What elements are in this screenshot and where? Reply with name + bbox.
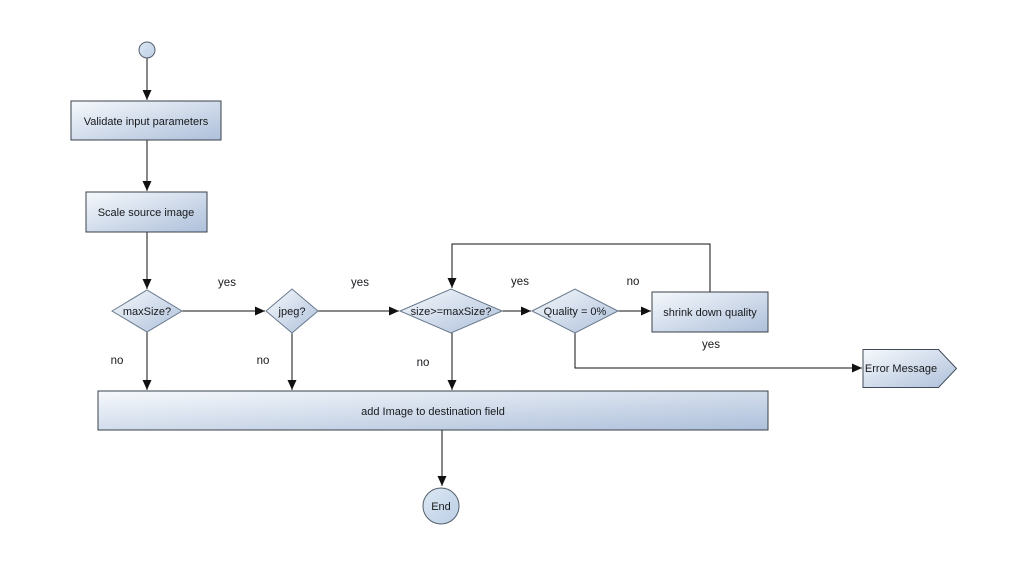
end-circle (422, 487, 460, 525)
end-label: End (431, 501, 451, 513)
node-error-message: Error Message (862, 349, 958, 388)
edge-label-quality-yes: yes (702, 339, 720, 351)
node-scale-source: Scale source image (85, 191, 208, 233)
edge-label-jpeg-no: no (257, 355, 270, 367)
edge-label-sizecheck-no: no (417, 357, 430, 369)
shrink-quality-box (651, 291, 769, 333)
scale-source-box (85, 191, 208, 233)
validate-input-box (70, 100, 222, 141)
edge-label-jpeg-yes: yes (351, 277, 369, 289)
add-image-label: add Image to destination field (361, 406, 505, 418)
node-maxsize-decision: maxSize? (111, 289, 183, 333)
edge-label-maxsize-yes: yes (218, 277, 236, 289)
node-validate-input: Validate input parameters (70, 100, 222, 141)
edge-label-sizecheck-yes: yes (511, 276, 529, 288)
node-add-image: add Image to destination field (97, 390, 769, 431)
node-start (138, 41, 156, 59)
error-message-pentagon (862, 349, 958, 388)
node-end: End (422, 487, 460, 525)
jpeg-label: jpeg? (278, 306, 306, 318)
maxsize-label: maxSize? (123, 306, 171, 318)
add-image-box (97, 390, 769, 431)
maxsize-diamond (111, 289, 183, 333)
connectors (142, 58, 862, 486)
node-jpeg-decision: jpeg? (265, 288, 319, 334)
quality-label: Quality = 0% (544, 306, 607, 318)
shrink-quality-label: shrink down quality (663, 307, 757, 319)
error-message-label: Error Message (865, 363, 937, 375)
validate-input-label: Validate input parameters (84, 116, 209, 128)
scale-source-label: Scale source image (98, 207, 195, 219)
edge-quality-to-error (574, 333, 862, 373)
node-sizecheck-decision: size>=maxSize? (398, 288, 504, 334)
edge-label-maxsize-no: no (111, 355, 124, 367)
start-circle (138, 41, 156, 59)
sizecheck-label: size>=maxSize? (411, 306, 492, 318)
jpeg-diamond (265, 288, 319, 334)
edge-labels: yes yes yes no yes no no no (111, 276, 721, 369)
sizecheck-diamond (398, 288, 504, 334)
edge-label-quality-no: no (627, 276, 640, 288)
node-shrink-quality: shrink down quality (651, 291, 769, 333)
quality-diamond (530, 288, 620, 334)
edge-shrink-loop-to-sizecheck (447, 243, 711, 292)
node-quality-decision: Quality = 0% (530, 288, 620, 334)
